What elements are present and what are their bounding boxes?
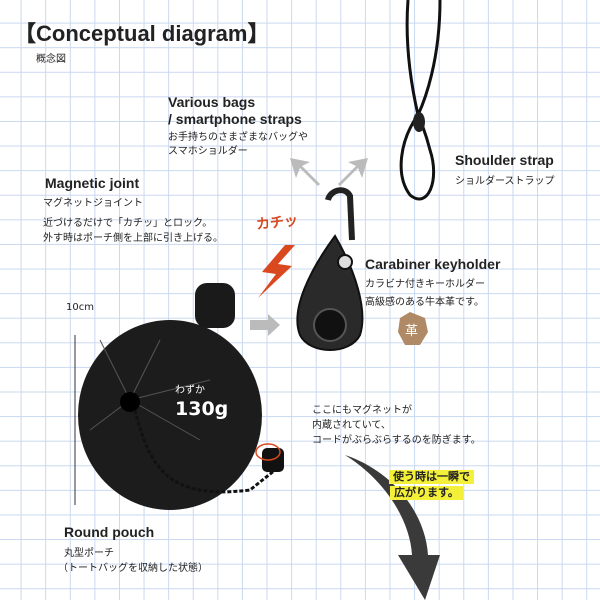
carabiner-desc: 高級感のある牛本革です。 <box>365 297 484 308</box>
arrow-icons <box>250 158 368 336</box>
magnetic-title: Magnetic joint <box>45 175 140 191</box>
magnetic-desc-1: 近づけるだけで「カチッ」とロック。 <box>43 218 213 229</box>
pouch-title: Round pouch <box>64 524 155 540</box>
shoulder-strap <box>399 0 442 201</box>
shoulder-desc: ショルダーストラップ <box>455 176 555 187</box>
bags-desc-2: スマホショルダー <box>168 146 248 157</box>
size-label: 10cm <box>66 302 94 313</box>
highlight-line-2: 広がります。 <box>390 486 463 500</box>
highlight-line-1: 使う時は一瞬で <box>389 470 474 484</box>
magnetic-sub: マグネットジョイント <box>43 198 143 209</box>
weight-value: 130g <box>175 398 229 420</box>
magnet-note-1: ここにもマグネットが <box>312 405 412 416</box>
carabiner-sub: カラビナ付きキーホルダー <box>365 279 485 290</box>
page-title: 【Conceptual diagram】 <box>14 21 270 46</box>
shoulder-title: Shoulder strap <box>455 152 554 168</box>
magnet-note-2: 内蔵されていて、 <box>312 420 391 431</box>
magnetic-desc-2: 外す時はポーチ側を上部に引き上げる。 <box>43 233 223 244</box>
leather-badge-text: 革 <box>405 324 419 339</box>
page-subtitle: 概念図 <box>36 54 66 65</box>
weight-label: わずか <box>175 385 205 396</box>
pouch-sub: 丸型ポーチ <box>64 548 114 559</box>
carabiner-title: Carabiner keyholder <box>365 256 501 272</box>
magnet-note-3: コードがぶらぶらするのを防ぎます。 <box>312 435 481 446</box>
expand-arrow <box>345 455 440 600</box>
bags-title-2: / smartphone straps <box>168 111 302 127</box>
carabiner-keyholder <box>296 187 364 351</box>
round-pouch <box>78 283 284 510</box>
bags-title-1: Various bags <box>168 94 256 110</box>
pouch-desc: （トートバッグを収納した状態） <box>58 563 208 574</box>
leather-badge <box>398 312 428 345</box>
bags-desc-1: お手持ちのさまざまなバッグや <box>168 132 308 143</box>
lightning-icon <box>258 245 295 298</box>
